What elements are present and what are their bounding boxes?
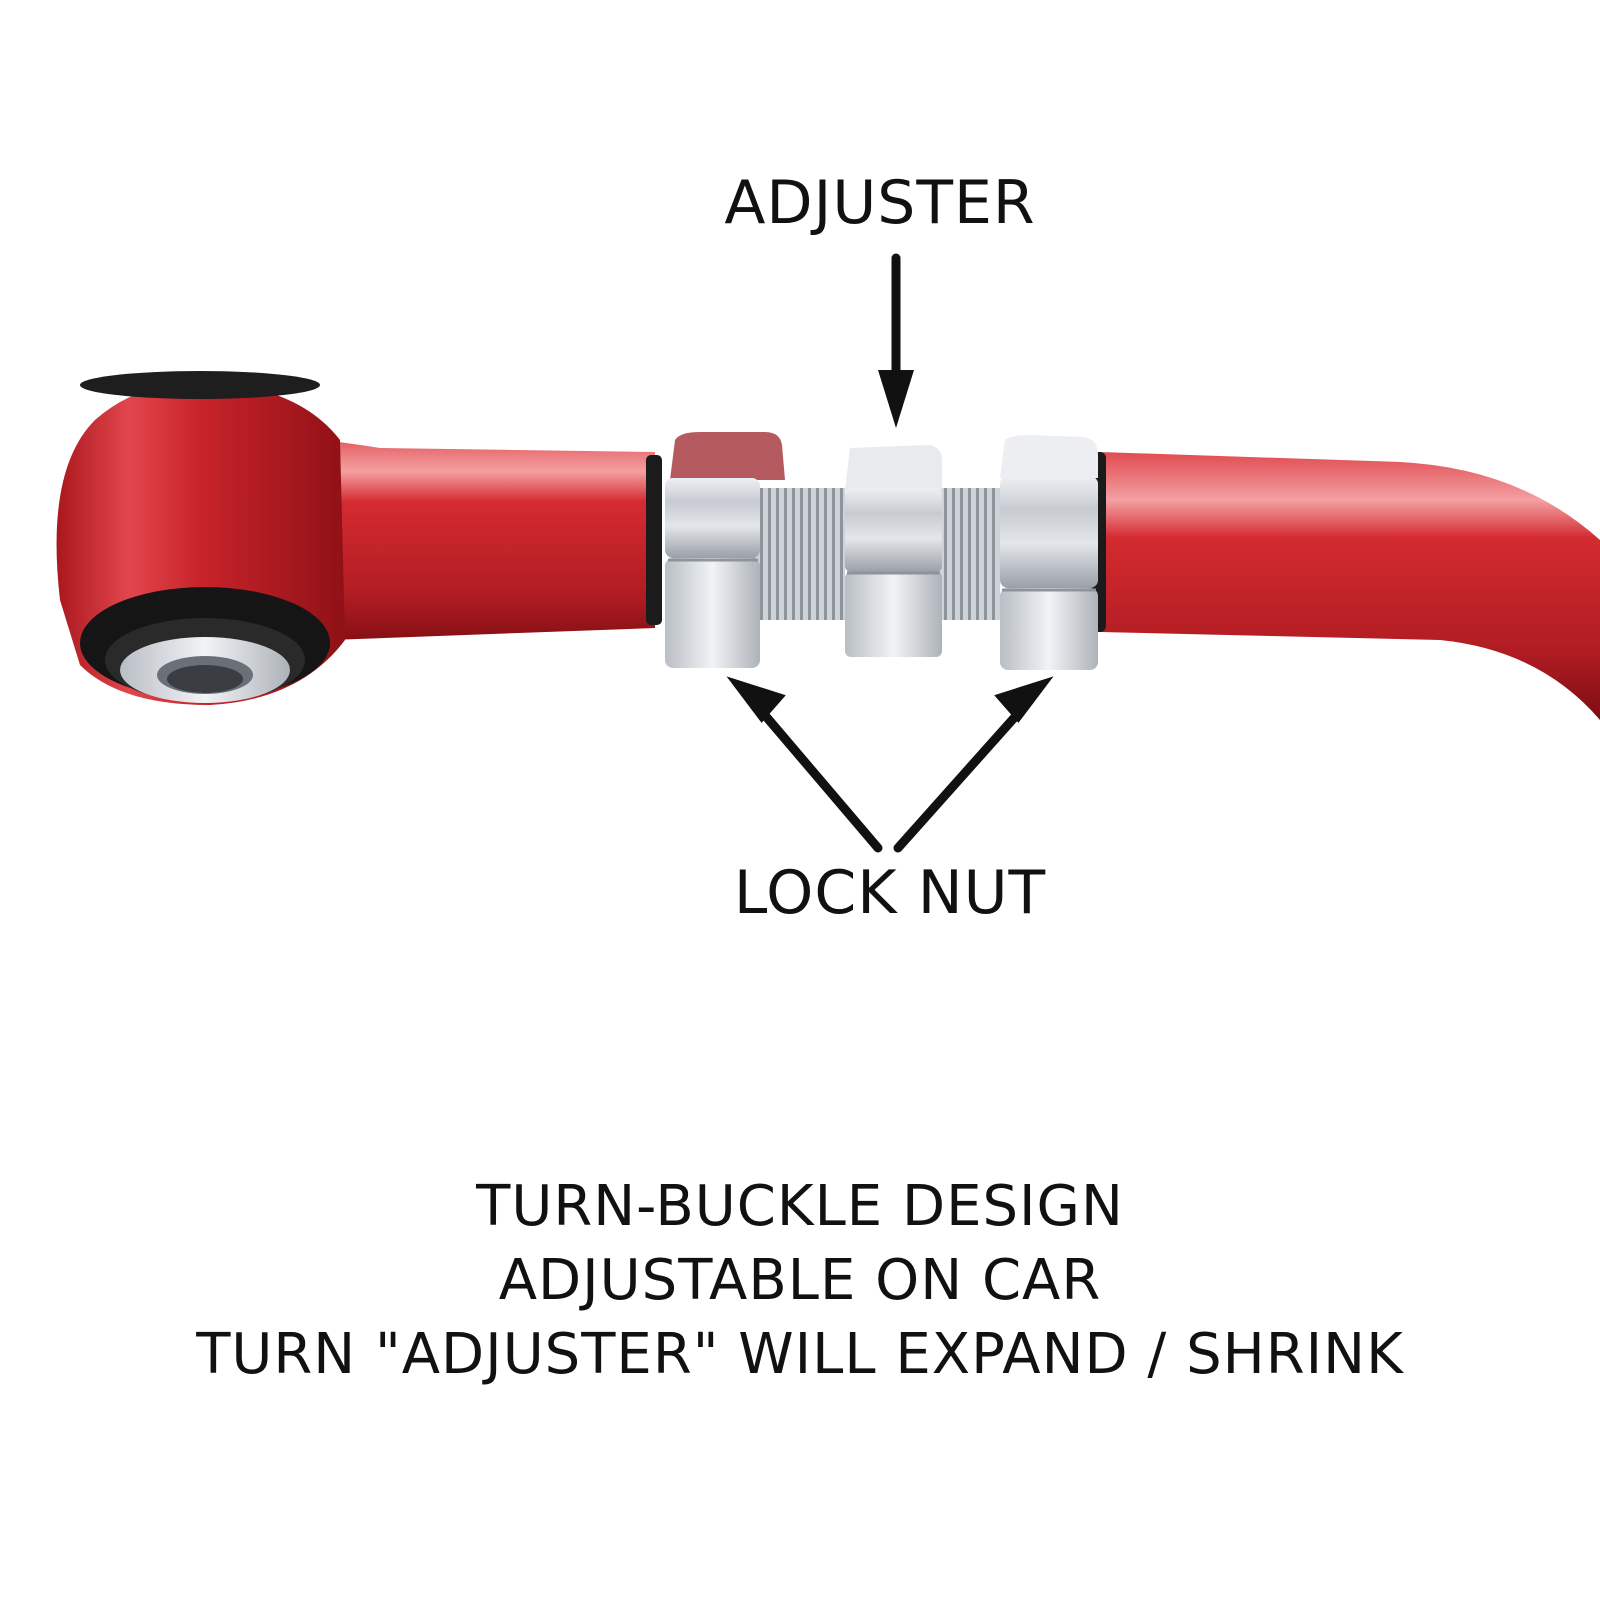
caption-line-2: ADJUSTABLE ON CAR — [498, 1248, 1102, 1313]
arrow-diagonal-icon — [994, 676, 1054, 723]
adjuster-nut — [845, 445, 942, 657]
arrow-down-icon — [878, 370, 914, 428]
caption-line-3: TURN "ADJUSTER" WILL EXPAND / SHRINK — [196, 1322, 1404, 1387]
left-arm — [56, 371, 662, 705]
lock-nut-left — [665, 432, 785, 668]
adjuster-label: ADJUSTER — [724, 168, 1036, 238]
arrow-diagonal-icon — [726, 676, 786, 723]
caption: TURN-BUCKLE DESIGN ADJUSTABLE ON CAR TUR… — [0, 1170, 1600, 1392]
arrow-diagonal-icon — [747, 695, 883, 853]
caption-line-1: TURN-BUCKLE DESIGN — [476, 1174, 1124, 1239]
lock-nut-label: LOCK NUT — [733, 858, 1047, 928]
right-tube — [1086, 452, 1600, 720]
arrow-diagonal-icon — [893, 695, 1035, 853]
threaded-rod-left — [750, 488, 845, 620]
lock-nut-right — [1000, 435, 1098, 670]
